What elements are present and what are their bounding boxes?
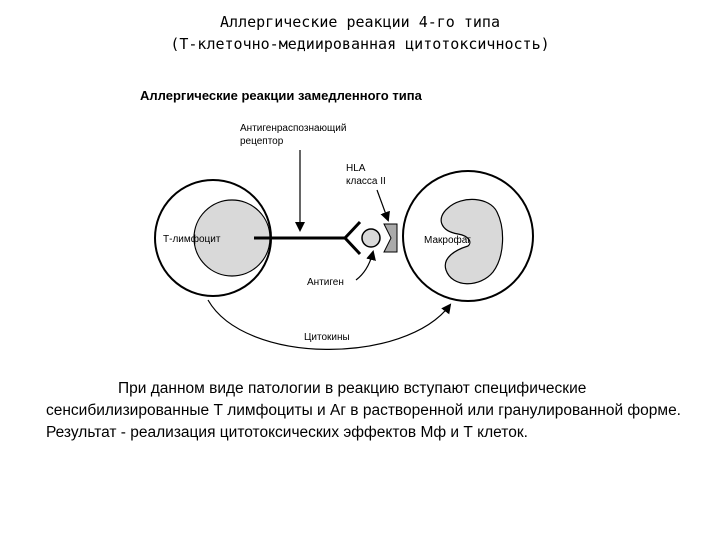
description-text: При данном виде патологии в реакцию всту…: [46, 380, 681, 441]
receptor-fork: [342, 220, 362, 256]
antigen: [361, 228, 381, 248]
diagram-heading: Аллергические реакции замедленного типа: [140, 88, 423, 103]
macrophage-nucleus: [440, 198, 504, 285]
hla-pointer-arrow: [376, 189, 390, 222]
macrophage-label: Макрофаг: [424, 234, 471, 246]
slide-title-line-2: (Т-клеточно-медиированная цитотоксичност…: [170, 35, 550, 53]
slide-title-line-1: Аллергические реакции 4-го типа: [220, 13, 500, 31]
antigen-pointer-arrow: [355, 250, 376, 281]
hla-label-line-2: класса II: [346, 176, 386, 187]
description-paragraph: При данном виде патологии в реакцию всту…: [46, 378, 686, 444]
cytokines-arrow: [207, 299, 452, 350]
hla-label-line-1: HLA: [346, 163, 366, 174]
t-lymphocyte-label: Т-лимфоцит: [163, 233, 221, 245]
hla-class-ii-molecule: [383, 223, 398, 253]
cytokines-label: Цитокины: [304, 332, 350, 343]
receptor-label-line-1: Антигенраспознающий: [240, 123, 346, 134]
immune-reaction-diagram: Аллергические реакции замедленного типа …: [140, 88, 534, 350]
receptor-label-line-2: рецептор: [240, 136, 284, 147]
antigen-label: Антиген: [307, 277, 344, 288]
